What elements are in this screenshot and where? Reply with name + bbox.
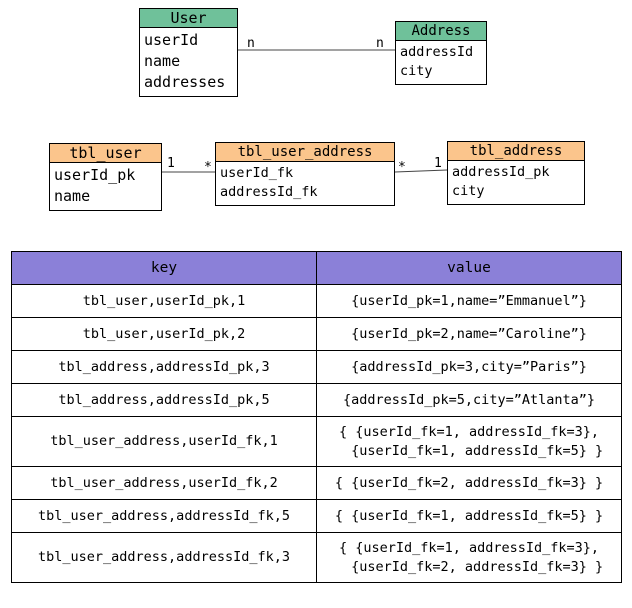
cell-key: tbl_user_address,addressId_fk,3 [11,532,317,583]
cell-value: { {userId_fk=2, addressId_fk=3} } [316,466,622,500]
key-value-table: key value tbl_user,userId_pk,1{userId_pk… [11,251,622,583]
entity-user-attr: name [144,52,181,70]
table-row: tbl_user,userId_pk,2{userId_pk=2,name=”C… [11,317,622,351]
rel1-multiplicity-right: * [204,160,212,175]
cell-value: {userId_pk=1,name=”Emmanuel”} [316,284,622,318]
entity-user-attr: addresses [144,73,226,91]
cell-key: tbl_address,addressId_pk,3 [11,350,317,384]
cell-value: { {userId_fk=1, addressId_fk=3}, {userId… [316,416,622,467]
table-row: tbl_user_address,userId_fk,1{ {userId_fk… [11,416,622,467]
cell-value: {addressId_pk=3,city=”Paris”} [316,350,622,384]
table-tbl-user-attr: name [54,187,91,205]
rel-multiplicity-left: n [247,36,255,51]
entity-address-title: Address [396,22,486,41]
entity-address-attr: city [400,63,433,79]
cell-key: tbl_user_address,addressId_fk,5 [11,499,317,533]
table-tbl-address-attr: city [452,183,485,199]
entity-address-attr: addressId [400,44,474,60]
table-row: tbl_user_address,addressId_fk,3{ {userId… [11,532,622,583]
table-tbl-user-address-attr: userId_fk [220,165,294,181]
table-row: tbl_address,addressId_pk,3{addressId_pk=… [11,350,622,384]
cell-key: tbl_address,addressId_pk,5 [11,383,317,417]
entity-address: Address addressId city [395,21,487,85]
entity-user-attr: userId [144,31,199,49]
column-header-key: key [11,251,317,285]
cell-key: tbl_user,userId_pk,1 [11,284,317,318]
entity-user-title: User [140,9,237,28]
cell-key: tbl_user,userId_pk,2 [11,317,317,351]
cell-value: {addressId_pk=5,city=”Atlanta”} [316,383,622,417]
cell-value: {userId_pk=2,name=”Caroline”} [316,317,622,351]
cell-key: tbl_user_address,userId_fk,2 [11,466,317,500]
table-row: tbl_user_address,userId_fk,2{ {userId_fk… [11,466,622,500]
cell-value: { {userId_fk=1, addressId_fk=5} } [316,499,622,533]
cell-value: { {userId_fk=1, addressId_fk=3}, {userId… [316,532,622,583]
table-row: tbl_user_address,addressId_fk,5{ {userId… [11,499,622,533]
table-tbl-user-address-attr: addressId_fk [220,184,318,200]
table-tbl-user-address: tbl_user_address userId_fk addressId_fk [215,142,395,206]
table-tbl-address-attr: addressId_pk [452,164,550,180]
useraddress-address-line [394,169,448,173]
rel1-multiplicity-left: 1 [167,156,175,171]
table-row: tbl_user,userId_pk,1{userId_pk=1,name=”E… [11,284,622,318]
rel2-multiplicity-right: 1 [434,156,442,171]
rel2-multiplicity-left: * [398,160,406,175]
table-row: tbl_address,addressId_pk,5{addressId_pk=… [11,383,622,417]
table-tbl-address-title: tbl_address [448,142,584,161]
table-tbl-user-address-title: tbl_user_address [216,143,394,162]
column-header-value: value [316,251,622,285]
table-tbl-user-attr: userId_pk [54,166,136,184]
entity-user: User userId name addresses [139,8,238,97]
table-tbl-user: tbl_user userId_pk name [49,143,162,211]
table-tbl-user-title: tbl_user [50,144,161,163]
cell-key: tbl_user_address,userId_fk,1 [11,416,317,467]
table-tbl-address: tbl_address addressId_pk city [447,141,585,205]
rel-multiplicity-right: n [376,36,384,51]
